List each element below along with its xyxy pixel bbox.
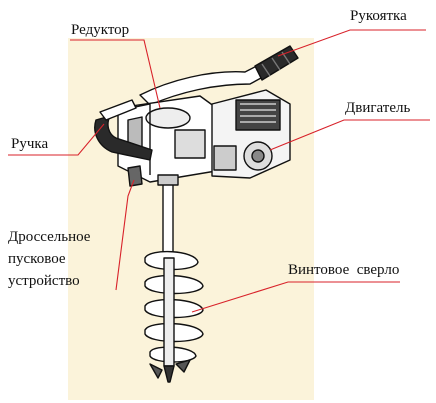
label-handle-bar: Рукоятка <box>350 8 407 25</box>
throttle-trigger <box>128 166 142 186</box>
label-throttle-line3: устройство <box>8 270 118 292</box>
background-panel <box>68 38 314 400</box>
label-engine: Двигатель <box>345 100 410 117</box>
label-throttle-line2: пусковое <box>8 248 118 270</box>
label-screw-drill: Винтовое сверло <box>288 262 399 279</box>
label-throttle-starter: Дроссельное пусковое устройство <box>8 226 118 292</box>
gearbox-cap <box>146 108 190 128</box>
label-side-handle: Ручка <box>11 136 48 153</box>
label-gearbox: Редуктор <box>71 22 129 39</box>
label-throttle-line1: Дроссельное <box>8 226 118 248</box>
auger-shaft <box>163 178 173 258</box>
